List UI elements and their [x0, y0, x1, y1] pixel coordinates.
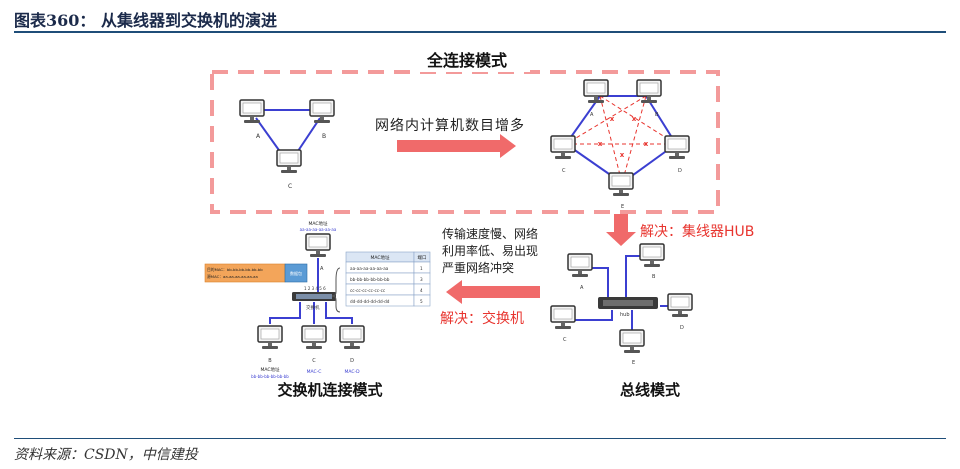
growth-arrow: [397, 134, 516, 158]
computer-icon: [567, 253, 593, 278]
node-label: C: [312, 358, 316, 364]
computer-icon: [309, 99, 335, 124]
node-label: D: [350, 358, 354, 364]
hub-problem-text: 传输速度慢、网络 利用率低、易出现 严重网络冲突: [442, 226, 538, 275]
table-cell: 5: [420, 299, 423, 304]
hub-solution-label: 解决：集线器HUB: [640, 223, 754, 240]
table-cell: aa-aa-aa-aa-aa-aa: [350, 266, 389, 271]
node-label: E: [632, 360, 635, 366]
mac-title: MAC地址: [260, 366, 280, 373]
source-note: 资料来源：CSDN，中信建投: [14, 447, 198, 463]
hub-bus-network: hub A B C D E: [550, 243, 693, 366]
node-label: A: [590, 112, 594, 118]
problem-line: 利用率低、易出现: [442, 243, 538, 258]
computer-icon: [339, 325, 365, 350]
problem-line: 传输速度慢、网络: [442, 226, 538, 241]
switch-solution-label: 解决：交换机: [440, 310, 524, 327]
node-label: B: [655, 112, 659, 118]
full-mesh-title: 全连接模式: [426, 51, 507, 70]
computer-icon: [583, 79, 609, 104]
mac-table: MAC地址 端口 aa-aa-aa-aa-aa-aa 1 bb-bb-bb-bb…: [345, 251, 431, 307]
computer-icon: [550, 135, 576, 160]
node-label: D: [678, 168, 682, 174]
node-label: C: [562, 168, 566, 174]
large-mesh-network: x x x x x A B C D E: [550, 79, 690, 210]
source-rule: [14, 438, 946, 439]
computer-icon: [619, 329, 645, 354]
frame-src-mac: 源MAC：aa-aa-aa-aa-aa-aa: [207, 274, 258, 279]
small-mesh-network: A B C: [239, 99, 335, 190]
node-label: A: [256, 133, 261, 140]
frame-payload: [284, 263, 308, 283]
mac-title: MAC-D: [344, 369, 360, 375]
mac-address: bb-bb-bb-bb-bb-bb: [251, 374, 289, 379]
node-label: C: [288, 183, 292, 190]
switch-mode-title: 交换机连接模式: [277, 381, 382, 399]
switch-solution-arrow: [446, 280, 540, 304]
crossing-mark: x: [610, 115, 615, 123]
computer-icon: [550, 305, 576, 330]
table-cell: 1: [420, 266, 423, 271]
computer-icon: [636, 79, 662, 104]
table-header: MAC地址: [370, 254, 390, 261]
table-header: 端口: [418, 254, 427, 261]
node-label: E: [621, 204, 624, 210]
computer-icon: [639, 243, 665, 268]
crossing-mark: x: [632, 115, 637, 123]
table-cell: 3: [420, 277, 423, 282]
node-label: A: [580, 285, 584, 291]
node-label: A: [320, 266, 324, 272]
mac-title: MAC地址: [308, 220, 328, 227]
table-cell: bb-bb-bb-bb-bb-bb: [350, 277, 390, 282]
hub-device-label: hub: [620, 312, 630, 318]
node-label: B: [652, 274, 656, 280]
node-label: D: [680, 325, 684, 331]
computer-icon: [257, 325, 283, 350]
title-rule: [14, 31, 946, 33]
table-cell: cc-cc-cc-cc-cc-cc: [350, 288, 386, 293]
figure-title: 图表360： 从集线器到交换机的演进: [14, 11, 277, 30]
node-label: C: [563, 337, 567, 343]
computer-icon: [608, 172, 634, 197]
bus-mode-title: 总线模式: [620, 381, 680, 399]
computer-icon: [301, 325, 327, 350]
hub-solution-arrow: [606, 214, 636, 246]
table-brace: [331, 267, 341, 313]
computer-icon: [667, 293, 693, 318]
crossing-mark: x: [620, 151, 625, 159]
computer-icon: [305, 233, 331, 258]
node-label: B: [322, 133, 326, 140]
mac-address: aa-aa-aa-aa-aa-aa: [300, 227, 337, 232]
mac-title: MAC-C: [307, 369, 322, 375]
frame-dst-mac: 目的MAC：bb-bb-bb-bb-bb-bb: [207, 267, 263, 272]
full-mesh-frame: [210, 70, 720, 214]
crossing-mark: x: [644, 140, 649, 148]
frame-payload-label: 数据包: [290, 270, 302, 276]
computer-icon: [239, 99, 265, 124]
problem-line: 严重网络冲突: [442, 260, 514, 275]
computer-icon: [664, 135, 690, 160]
growth-arrow-label: 网络内计算机数目增多: [375, 117, 525, 134]
switch-device-label: 交换机: [306, 304, 320, 311]
switch-port-numbers: 1 2 3 4 5 6: [304, 286, 326, 291]
switch-network: MAC地址 aa-aa-aa-aa-aa-aa A 目的MAC：bb-bb-bb…: [204, 220, 431, 379]
node-label: B: [268, 358, 272, 364]
table-cell: 4: [420, 288, 423, 293]
crossing-mark: x: [598, 140, 603, 148]
table-cell: dd-dd-dd-dd-dd-dd: [350, 299, 390, 304]
computer-icon: [276, 149, 302, 174]
